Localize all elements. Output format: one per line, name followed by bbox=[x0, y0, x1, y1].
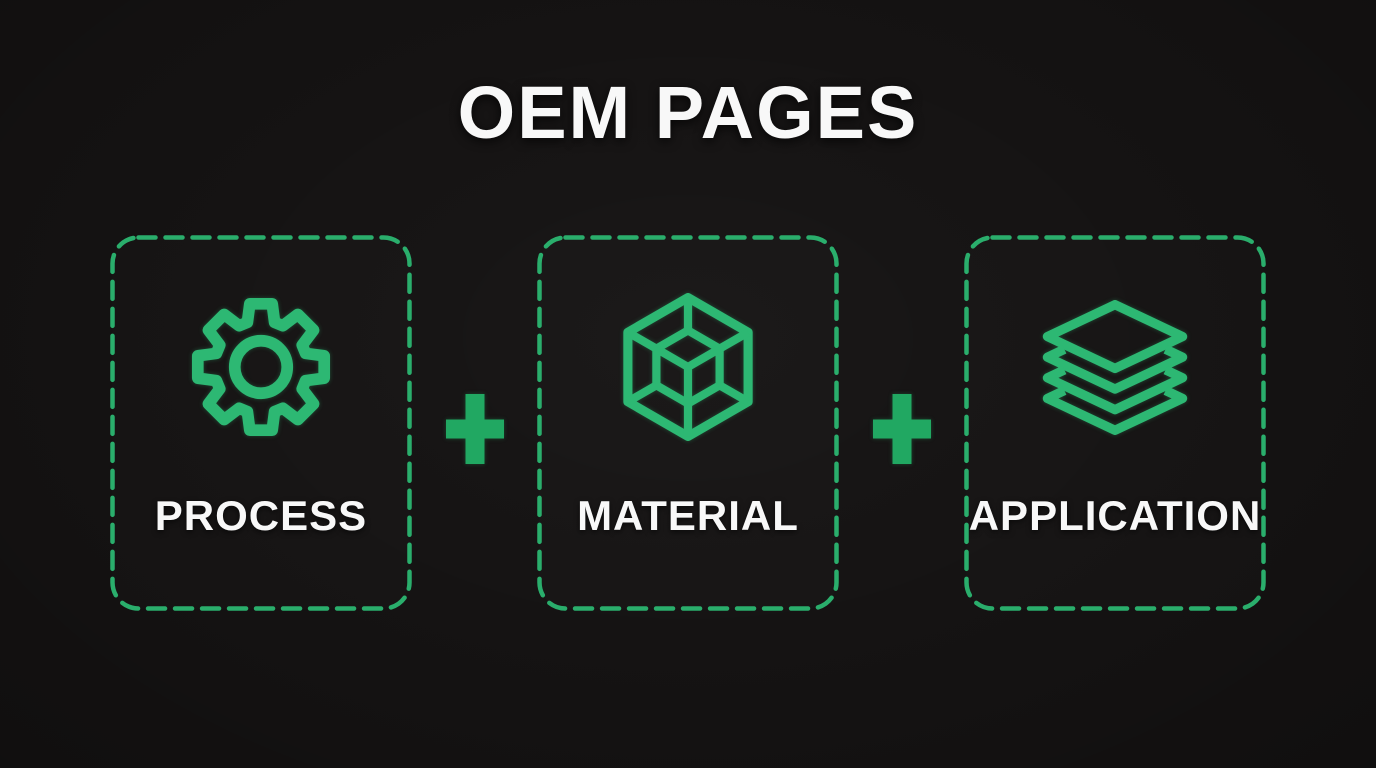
dashed-border bbox=[110, 235, 412, 611]
card-label: MATERIAL bbox=[577, 495, 799, 537]
cube-icon bbox=[623, 293, 753, 441]
gear-icon bbox=[191, 293, 331, 441]
plus-separator bbox=[839, 235, 964, 611]
page-title: OEM PAGES bbox=[457, 71, 919, 154]
card-label: APPLICATION bbox=[969, 495, 1262, 537]
layers-icon bbox=[1040, 293, 1190, 441]
dashed-border bbox=[964, 235, 1266, 611]
card-process: PROCESS bbox=[110, 235, 412, 611]
card-material: MATERIAL bbox=[537, 235, 839, 611]
plus-icon bbox=[445, 394, 504, 464]
plus-icon bbox=[872, 394, 931, 464]
card-application: APPLICATION bbox=[964, 235, 1266, 611]
cards-row: PROCESS MATERIAL bbox=[0, 235, 1376, 611]
dashed-border bbox=[537, 235, 839, 611]
card-label: PROCESS bbox=[155, 495, 367, 537]
plus-separator bbox=[412, 235, 537, 611]
